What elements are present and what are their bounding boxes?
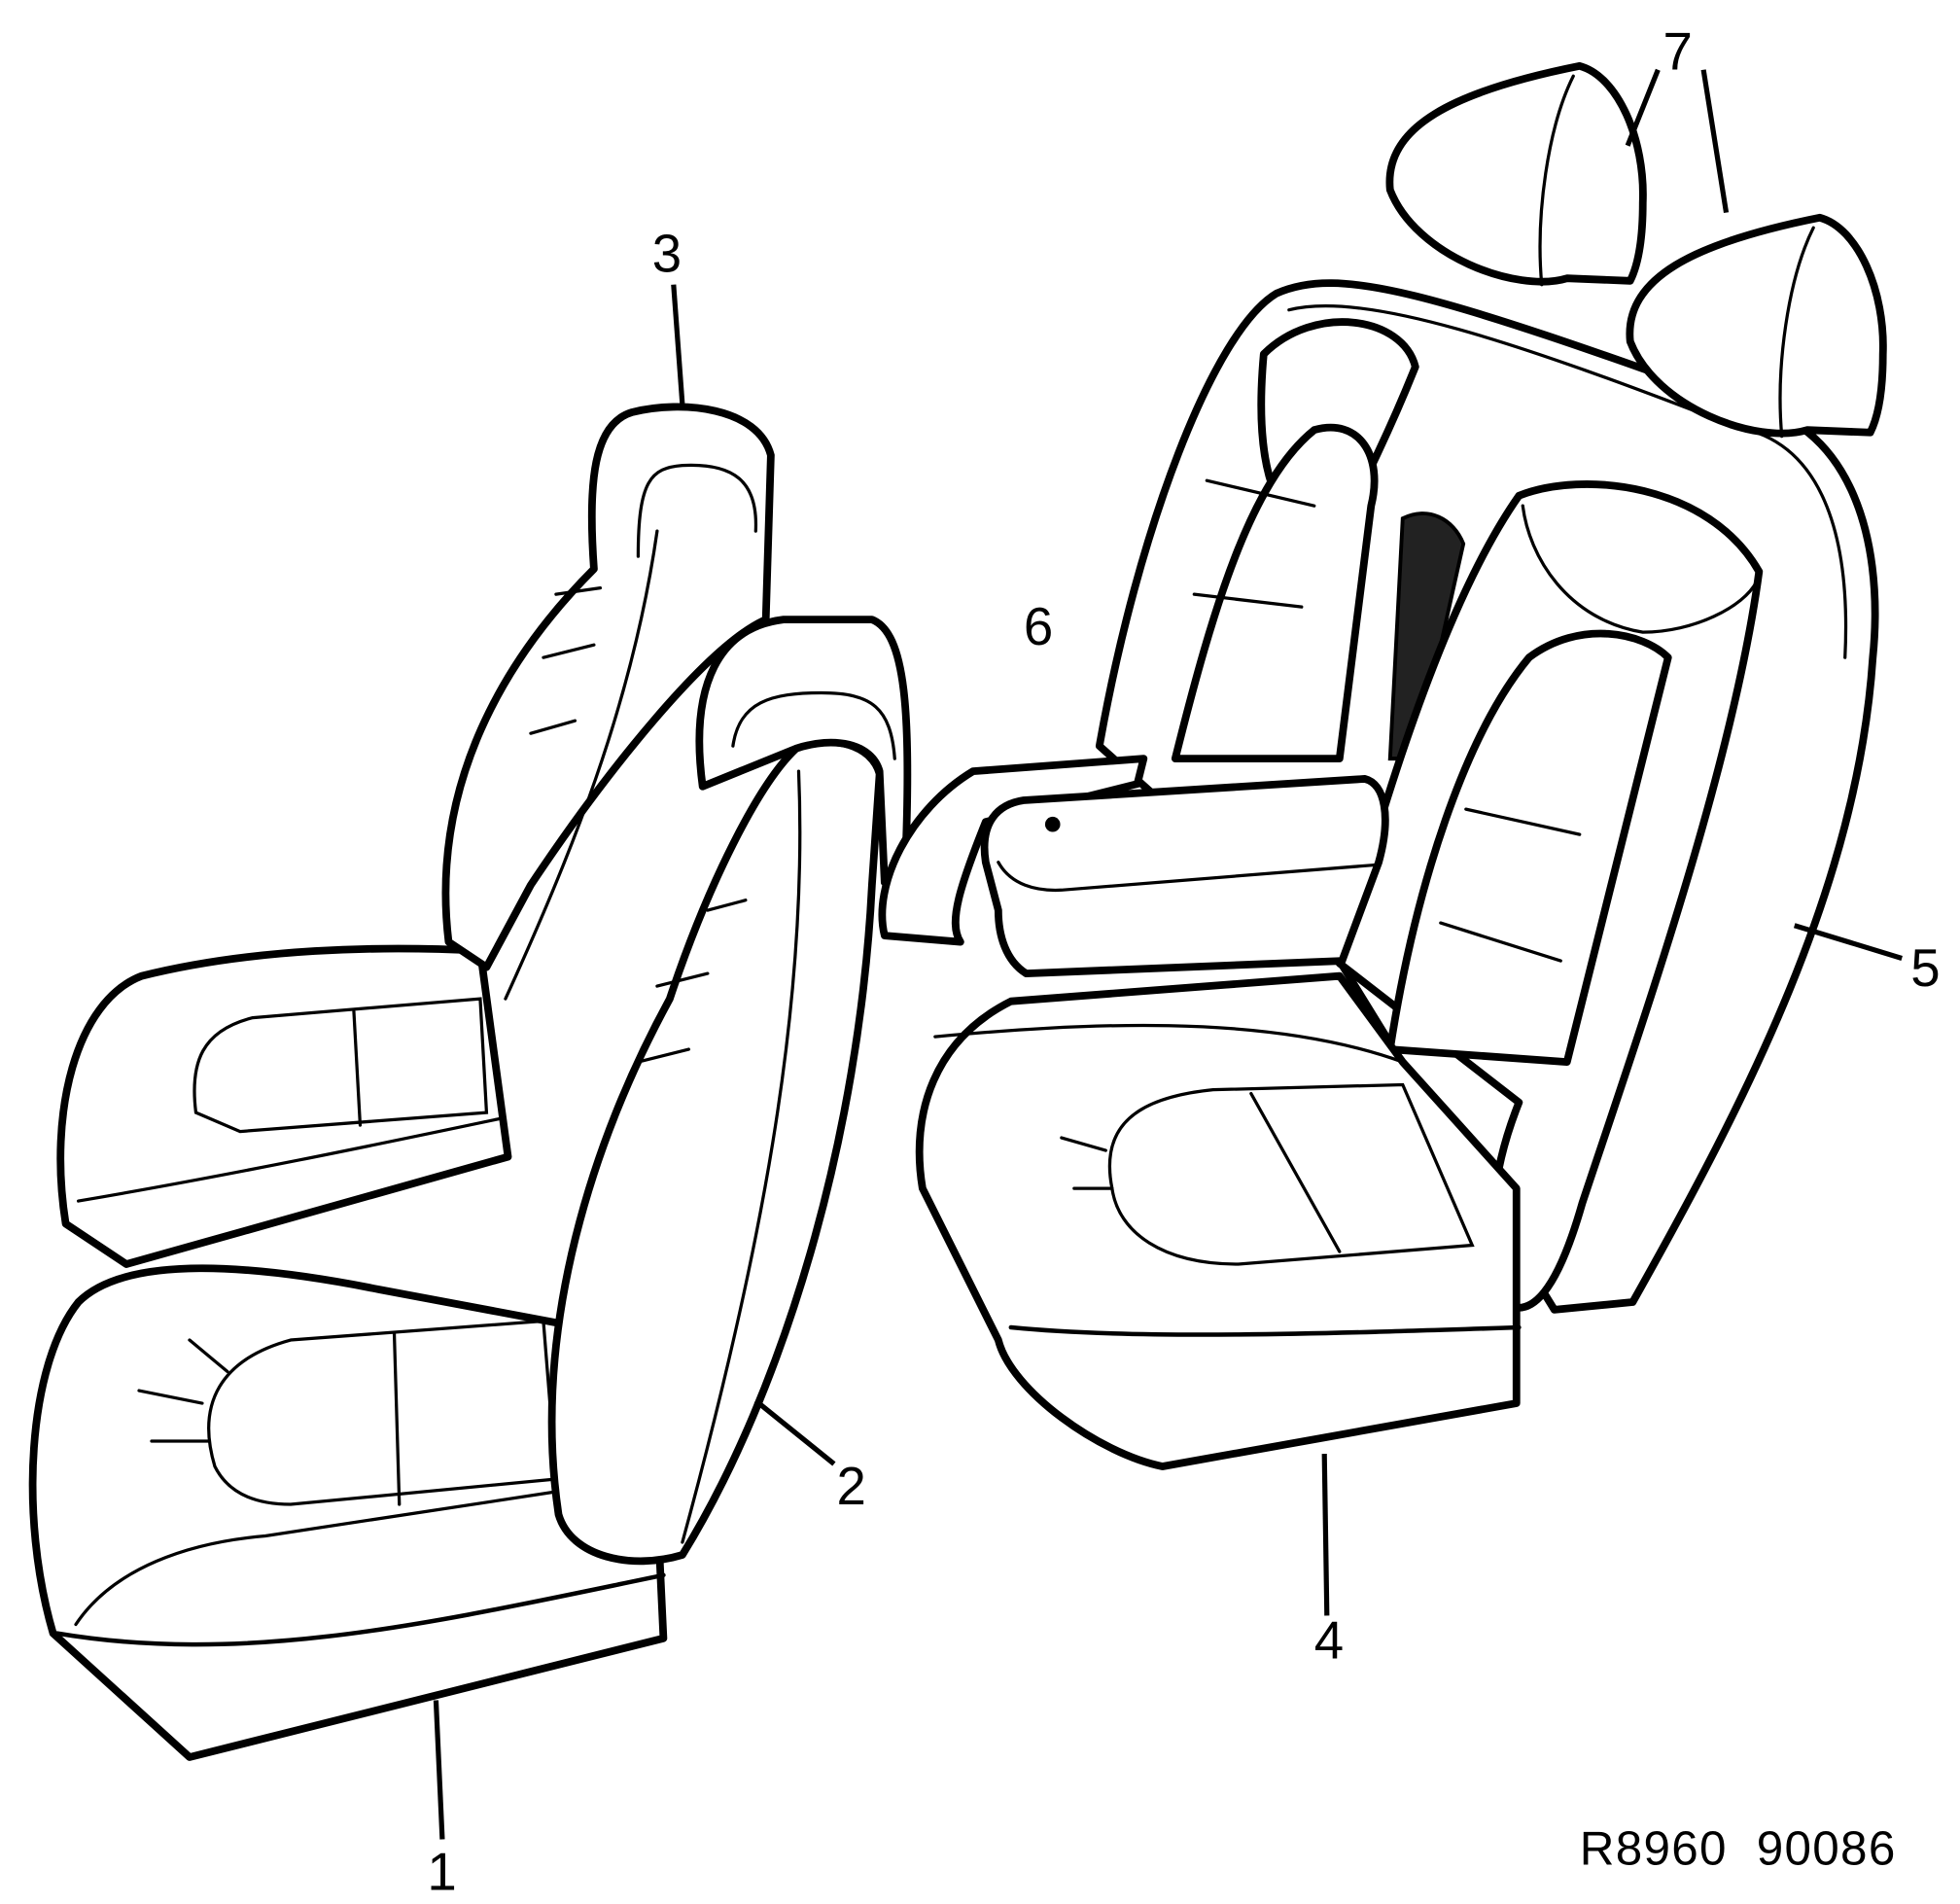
callout-1: 1 <box>427 1842 456 1901</box>
rear-left-seat-cushion <box>56 944 512 1268</box>
leader-3 <box>671 284 685 405</box>
rear-left-backrest <box>441 403 775 1001</box>
callout-4: 4 <box>1314 1611 1344 1671</box>
leader-2 <box>753 1398 836 1466</box>
leader-7b <box>1700 69 1730 214</box>
armrest <box>980 775 1389 977</box>
front-headrest <box>695 616 912 887</box>
front-left-seat-cushion <box>28 1264 668 1761</box>
callout-6: 6 <box>1024 597 1053 656</box>
leader-1 <box>433 1700 445 1840</box>
front-backrest <box>547 738 884 1566</box>
rear-headrests <box>1385 61 1887 439</box>
callout-7: 7 <box>1663 22 1693 82</box>
leader-4 <box>1321 1453 1330 1616</box>
callout-2: 2 <box>836 1457 865 1516</box>
callout-5: 5 <box>1910 938 1940 998</box>
leader-7a <box>1625 68 1661 147</box>
leader-lines <box>433 68 1903 1840</box>
leader-5 <box>1793 923 1903 961</box>
callout-6-dot <box>1044 816 1061 832</box>
callout-3: 3 <box>652 225 682 284</box>
reference-code: R8960 90086 <box>1580 1821 1897 1875</box>
rear-right-seat-cushion <box>878 755 1522 1470</box>
